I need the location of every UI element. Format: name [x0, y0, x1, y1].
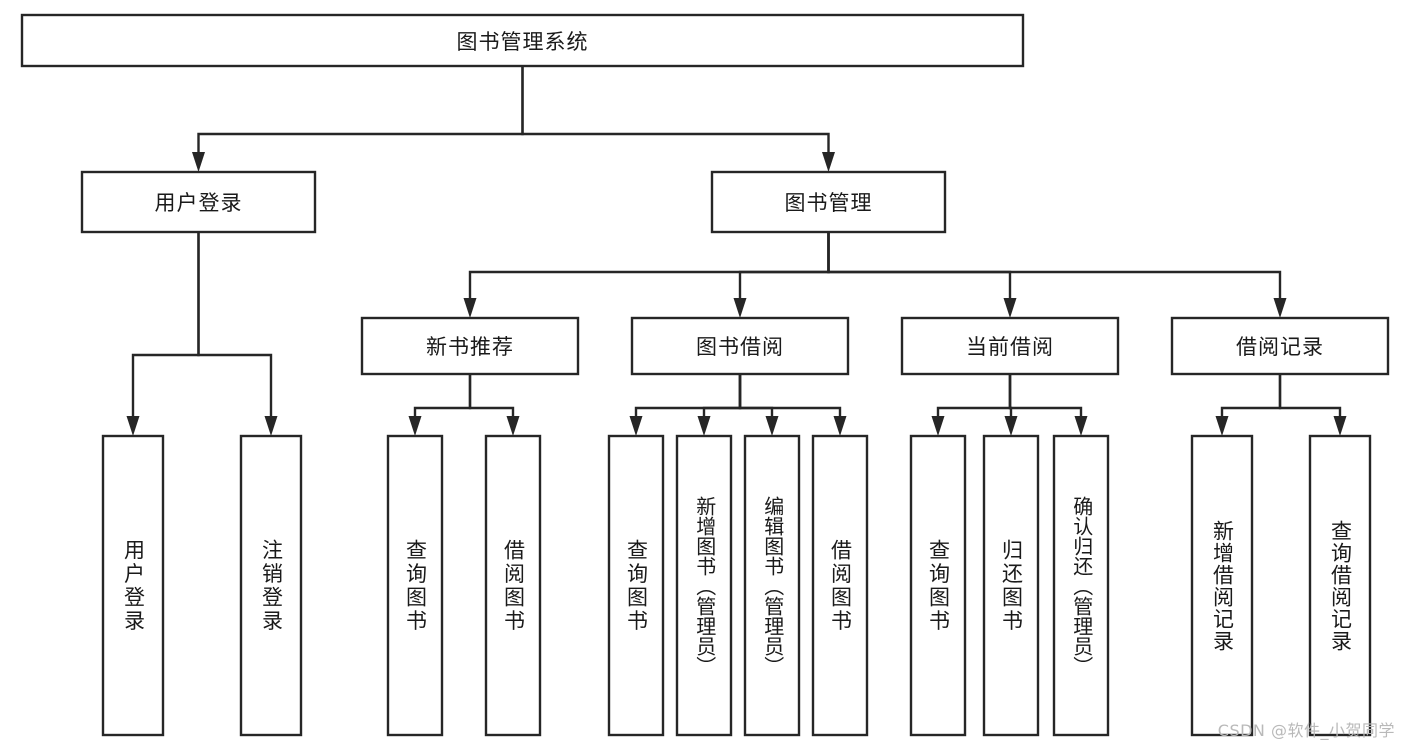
node-box-leaf-borrow-query[interactable]: [607, 434, 665, 737]
edge-login-to-leaf-user-login: [126, 232, 200, 436]
arrow-head-icon: [1074, 416, 1088, 436]
arrow-head-icon: [506, 416, 520, 436]
arrow-head-icon: [1215, 416, 1229, 436]
edge-borrow-to-leaf-borrow-lend: [738, 374, 847, 436]
edge-newbook-to-leaf-newbook-borrow: [468, 374, 520, 436]
node-box-leaf-user-logout[interactable]: [239, 434, 303, 737]
arrow-head-icon: [1003, 298, 1017, 318]
arrow-head-icon: [1004, 416, 1018, 436]
edge-root-to-login: [192, 66, 524, 172]
node-box-leaf-current-confirm[interactable]: [1052, 434, 1110, 737]
arrow-head-icon: [1333, 416, 1347, 436]
node-box-leaf-current-return[interactable]: [982, 434, 1040, 737]
edge-current-to-leaf-current-query: [931, 374, 1012, 436]
arrow-head-icon: [833, 416, 847, 436]
edge-current-to-leaf-current-confirm: [1008, 374, 1088, 436]
node-box-leaf-records-add[interactable]: [1190, 434, 1254, 737]
node-box-leaf-borrow-add[interactable]: [675, 434, 733, 737]
arrow-head-icon: [1273, 298, 1287, 318]
node-box-current[interactable]: [900, 316, 1120, 376]
edge-records-to-leaf-records-query: [1278, 374, 1347, 436]
node-box-newbook[interactable]: [360, 316, 580, 376]
arrow-head-icon: [629, 416, 643, 436]
edge-bookmgmt-to-borrow: [733, 232, 830, 318]
node-box-root[interactable]: [20, 13, 1025, 68]
node-box-bookmgmt[interactable]: [710, 170, 947, 234]
arrow-head-icon: [408, 416, 422, 436]
node-box-leaf-borrow-lend[interactable]: [811, 434, 869, 737]
edge-login-to-leaf-user-logout: [197, 232, 278, 436]
boxes-layer: [20, 13, 1390, 737]
arrow-head-icon: [822, 152, 835, 172]
edge-bookmgmt-to-newbook: [463, 232, 830, 318]
watermark-text: CSDN @软件_小贺同学: [1217, 721, 1395, 740]
node-box-leaf-newbook-query[interactable]: [386, 434, 444, 737]
edge-bookmgmt-to-current: [827, 232, 1017, 318]
node-box-login[interactable]: [80, 170, 317, 234]
node-box-records[interactable]: [1170, 316, 1390, 376]
edges-layer: [126, 66, 1347, 436]
arrow-head-icon: [463, 298, 477, 318]
arrow-head-icon: [765, 416, 779, 436]
edge-bookmgmt-to-records: [827, 232, 1287, 318]
node-box-leaf-borrow-edit[interactable]: [743, 434, 801, 737]
edge-root-to-bookmgmt: [521, 66, 835, 172]
arrow-head-icon: [126, 416, 140, 436]
arrow-head-icon: [931, 416, 945, 436]
edge-records-to-leaf-records-add: [1215, 374, 1282, 436]
arrow-head-icon: [264, 416, 278, 436]
node-box-borrow[interactable]: [630, 316, 850, 376]
arrow-head-icon: [697, 416, 711, 436]
arrow-head-icon: [733, 298, 747, 318]
edge-borrow-to-leaf-borrow-add: [697, 374, 742, 436]
node-box-leaf-records-query[interactable]: [1308, 434, 1372, 737]
arrow-head-icon: [192, 152, 205, 172]
node-box-leaf-current-query[interactable]: [909, 434, 967, 737]
edge-borrow-to-leaf-borrow-edit: [738, 374, 779, 436]
edge-borrow-to-leaf-borrow-query: [629, 374, 742, 436]
node-box-leaf-newbook-borrow[interactable]: [484, 434, 542, 737]
node-box-leaf-user-login[interactable]: [101, 434, 165, 737]
edge-newbook-to-leaf-newbook-query: [408, 374, 472, 436]
